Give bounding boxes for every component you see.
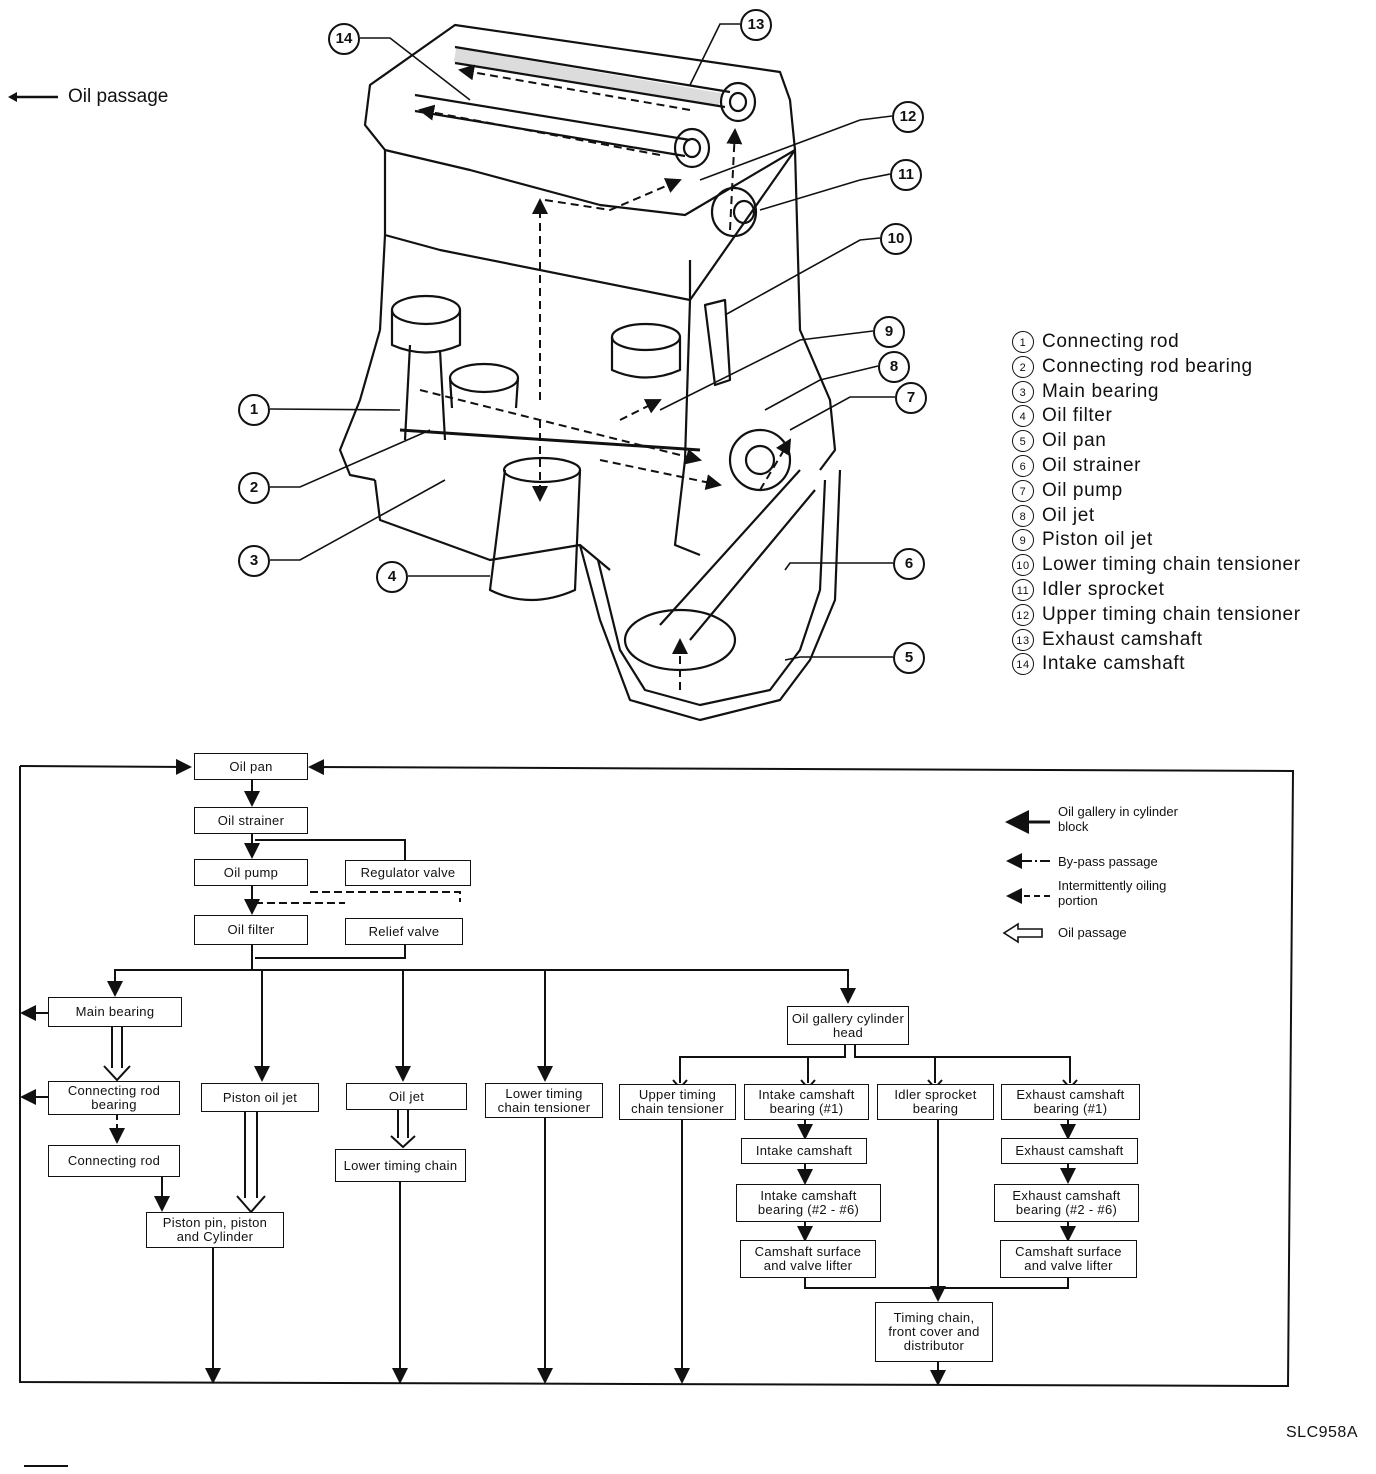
flow-regulator-valve: Regulator valve (345, 860, 471, 886)
flow-lower-tensioner: Lower timing chain tensioner (485, 1083, 603, 1118)
flow-conrod-bearing: Connecting rod bearing (48, 1081, 180, 1115)
callout-leaders (269, 23, 895, 661)
part-label: Oil strainer (1042, 454, 1142, 476)
flow-exhaust-bearing-2-6: Exhaust camshaft bearing (#2 - #6) (994, 1184, 1139, 1222)
part-number: 8 (1012, 504, 1034, 527)
flow-intake-camshaft: Intake camshaft (741, 1138, 867, 1164)
part-number: 2 (1012, 355, 1034, 378)
part-number: 12 (1012, 603, 1034, 626)
callout-12: 12 (892, 101, 924, 133)
legend-oil-passage-label: Oil passage (1058, 925, 1127, 940)
callout-6: 6 (893, 548, 925, 580)
part-row: 5 Oil pan (1012, 429, 1301, 454)
part-number: 4 (1012, 405, 1034, 428)
callout-10: 10 (880, 223, 912, 255)
part-row: 14 Intake camshaft (1012, 652, 1301, 677)
part-row: 10 Lower timing chain tensioner (1012, 553, 1301, 578)
flow-conrod: Connecting rod (48, 1145, 180, 1177)
part-label: Connecting rod (1042, 331, 1180, 352)
part-number: 3 (1012, 380, 1034, 403)
flow-intake-bearing-1: Intake camshaft bearing (#1) (744, 1084, 869, 1120)
part-row: 13 Exhaust camshaft (1012, 628, 1301, 653)
flow-cam-surface-intake: Camshaft surface and valve lifter (740, 1240, 876, 1278)
flow-exhaust-camshaft: Exhaust camshaft (1001, 1138, 1138, 1164)
part-row: 11 Idler sprocket (1012, 578, 1301, 603)
flow-piston-oil-jet: Piston oil jet (201, 1083, 319, 1112)
oil-passage-label: Oil passage (68, 86, 169, 107)
callout-7: 7 (895, 382, 927, 414)
callout-2: 2 (238, 472, 270, 504)
part-label: Oil filter (1042, 405, 1113, 427)
callout-9: 9 (873, 316, 905, 348)
flow-cam-surface-exhaust: Camshaft surface and valve lifter (1000, 1240, 1137, 1278)
part-number: 13 (1012, 628, 1034, 651)
flow-idler-bearing: Idler sprocket bearing (877, 1084, 994, 1120)
flow-oil-pump: Oil pump (194, 859, 308, 886)
callout-1: 1 (238, 394, 270, 426)
part-label: Oil jet (1042, 504, 1095, 526)
callout-14: 14 (328, 23, 360, 55)
callout-13: 13 (740, 9, 772, 41)
part-number: 10 (1012, 554, 1034, 577)
part-row: 12 Upper timing chain tensioner (1012, 603, 1301, 628)
part-number: 9 (1012, 529, 1034, 552)
part-row: 7 Oil pump (1012, 479, 1301, 504)
part-number: 11 (1012, 578, 1034, 601)
flow-oil-filter: Oil filter (194, 915, 308, 945)
flow-relief-valve: Relief valve (345, 918, 463, 945)
part-number: 6 (1012, 454, 1034, 477)
flow-timing-chain: Timing chain, front cover and distributo… (875, 1302, 993, 1362)
part-label: Intake camshaft (1042, 653, 1186, 675)
callout-3: 3 (238, 545, 270, 577)
legend-bypass-label: By-pass passage (1058, 854, 1158, 869)
part-row: 8 Oil jet (1012, 504, 1301, 529)
part-label: Main bearing (1042, 380, 1160, 402)
flow-intake-bearing-2-6: Intake camshaft bearing (#2 - #6) (736, 1184, 881, 1222)
part-row: 2 Connecting rod bearing (1012, 355, 1301, 380)
part-label: Exhaust camshaft (1042, 628, 1203, 650)
flow-oil-pan: Oil pan (194, 753, 308, 780)
flow-oil-strainer: Oil strainer (194, 807, 308, 834)
callout-5: 5 (893, 642, 925, 674)
figure-code: SLC958A (1286, 1424, 1358, 1441)
part-number: 5 (1012, 430, 1034, 453)
flow-piston-pin: Piston pin, piston and Cylinder (146, 1212, 284, 1248)
oil-passage-legend: Oil passage (8, 86, 168, 108)
part-number: 7 (1012, 479, 1034, 502)
engine-illustration (338, 23, 842, 722)
part-row: 6 Oil strainer (1012, 454, 1301, 479)
part-number: 14 (1012, 653, 1034, 676)
flow-gallery-head: Oil gallery cylinder head (787, 1006, 909, 1045)
flowchart-lines (19, 758, 1295, 1388)
part-row: 3 Main bearing (1012, 380, 1301, 405)
part-row: 9 Piston oil jet (1012, 528, 1301, 553)
part-number: 1 (1012, 331, 1034, 353)
part-label: Piston oil jet (1042, 529, 1153, 551)
part-label: Oil pan (1042, 430, 1107, 452)
callout-11: 11 (890, 159, 922, 191)
part-row: 1 Connecting rod (1012, 330, 1301, 355)
callout-8: 8 (878, 351, 910, 383)
flow-exhaust-bearing-1: Exhaust camshaft bearing (#1) (1001, 1084, 1140, 1120)
callout-4: 4 (376, 561, 408, 593)
flow-main-bearing: Main bearing (48, 997, 182, 1027)
engine-oil-passage-arrows (418, 64, 792, 690)
arrow-left-icon (8, 92, 58, 102)
legend-intermittent-label: Intermittently oiling portion (1058, 878, 1167, 908)
part-label: Oil pump (1042, 479, 1123, 501)
part-label: Connecting rod bearing (1042, 355, 1253, 377)
part-label: Upper timing chain tensioner (1042, 603, 1301, 625)
part-row: 4 Oil filter (1012, 404, 1301, 429)
part-label: Lower timing chain tensioner (1042, 554, 1301, 576)
legend-gallery-label: Oil gallery in cylinder block (1058, 804, 1178, 834)
flow-upper-tensioner: Upper timing chain tensioner (619, 1084, 736, 1120)
flow-lower-timing-chain: Lower timing chain (335, 1149, 466, 1182)
flow-oil-jet: Oil jet (346, 1083, 467, 1110)
part-label: Idler sprocket (1042, 578, 1165, 600)
flow-legend-symbols (1002, 810, 1050, 944)
